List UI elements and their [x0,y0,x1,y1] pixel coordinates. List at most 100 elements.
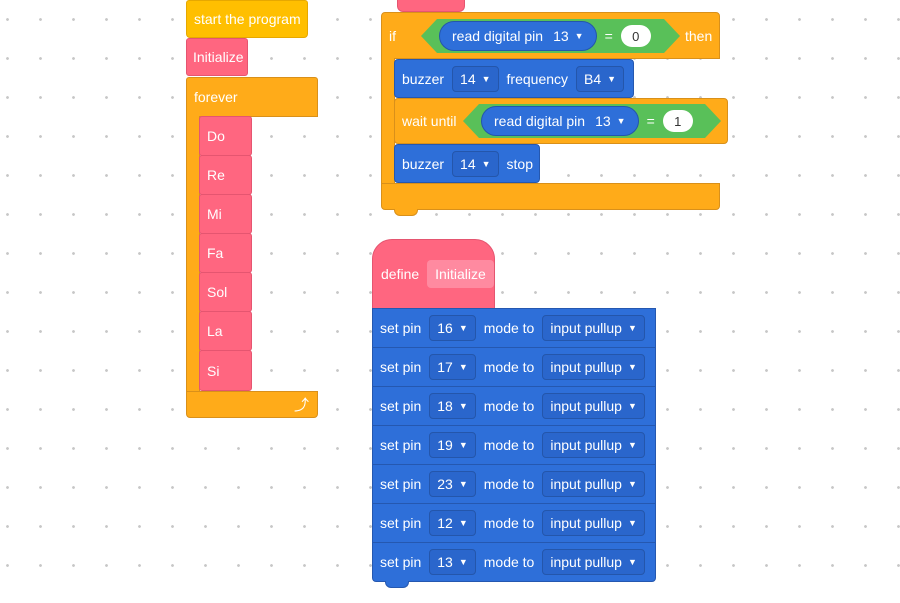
chevron-down-icon: ▼ [627,323,637,333]
mode-dropdown[interactable]: input pullup▼ [542,471,645,497]
set-pin-mode-block[interactable]: set pin 19▼ mode to input pullup▼ [372,425,656,465]
stop-label: stop [506,155,533,172]
pin-dropdown[interactable]: 16▼ [429,315,476,341]
chevron-down-icon: ▼ [627,479,637,489]
chevron-down-icon: ▼ [458,362,468,372]
set-pin-label: set pin [380,359,422,375]
forever-label: forever [194,89,238,105]
buzzer-stop-block[interactable]: buzzer 14▼ stop [394,144,540,183]
equals-label: = [604,28,613,44]
set-pin-label: set pin [380,515,422,531]
note-label: Mi [207,206,222,222]
value-input[interactable]: 1 [663,110,693,132]
note-block[interactable]: Do [199,116,252,156]
define-bottom-notch [385,581,409,588]
set-pin-mode-block[interactable]: set pin 16▼ mode to input pullup▼ [372,308,656,348]
pin-dropdown[interactable]: 13▼ [595,113,626,129]
if-arm [381,58,395,184]
set-pin-mode-block[interactable]: set pin 17▼ mode to input pullup▼ [372,347,656,387]
set-pin-mode-block[interactable]: set pin 23▼ mode to input pullup▼ [372,464,656,504]
chevron-down-icon: ▼ [627,557,637,567]
chevron-down-icon: ▼ [627,440,637,450]
chevron-down-icon: ▼ [627,401,637,411]
note-block[interactable]: Fa [199,233,252,273]
pin-dropdown[interactable]: 13▼ [553,28,584,44]
buzzer-label: buzzer [402,70,445,87]
note-block[interactable]: La [199,311,252,351]
pin-dropdown[interactable]: 12▼ [429,510,476,536]
start-program-hat-block[interactable]: start the program [186,0,308,38]
chevron-down-icon: ▼ [627,362,637,372]
note-dropdown[interactable]: B4▼ [576,65,625,92]
set-pin-label: set pin [380,437,422,453]
chevron-down-icon: ▼ [574,31,584,41]
loop-arrow-icon: ⤴ [293,397,309,414]
pin-dropdown[interactable]: 13▼ [429,549,476,575]
mode-dropdown[interactable]: input pullup▼ [542,354,645,380]
then-label: then [685,28,713,44]
read-digital-pin-reporter[interactable]: read digital pin 13▼ [481,106,639,136]
chevron-down-icon: ▼ [481,73,491,84]
buzzer-frequency-block[interactable]: buzzer 14▼ frequency B4▼ [394,59,634,98]
if-label: if [389,27,396,44]
buzzer-label: buzzer [402,155,445,172]
note-block[interactable]: Re [199,155,252,195]
set-pin-mode-block[interactable]: set pin 18▼ mode to input pullup▼ [372,386,656,426]
chevron-down-icon: ▼ [458,479,468,489]
note-label: La [207,323,223,339]
equals-label: = [646,113,655,129]
call-initialize-block[interactable]: Initialize [186,38,248,76]
note-label: Si [207,362,220,379]
forever-loop-block[interactable]: forever [186,77,318,117]
forever-loop-arm [186,116,200,392]
frequency-label: frequency [506,70,569,87]
note-label: Do [207,128,225,144]
mode-to-label: mode to [483,476,535,492]
chevron-down-icon: ▼ [458,323,468,333]
set-pin-mode-block[interactable]: set pin 13▼ mode to input pullup▼ [372,542,656,582]
hat-label: start the program [194,11,301,27]
note-block[interactable]: Mi [199,194,252,234]
reporter-label: read digital pin [452,28,544,44]
mode-to-label: mode to [483,398,535,414]
mode-dropdown[interactable]: input pullup▼ [542,549,645,575]
equals-operator[interactable]: read digital pin 13▼ = 1 [463,104,721,138]
note-label: Fa [207,245,224,261]
pin-dropdown[interactable]: 19▼ [429,432,476,458]
if-bottom-notch [394,209,418,216]
call-label: Initialize [193,49,244,65]
mode-to-label: mode to [483,554,535,570]
define-label: define [381,266,420,282]
buzzer-pin-dropdown[interactable]: 14▼ [452,150,499,177]
pin-dropdown[interactable]: 18▼ [429,393,476,419]
value-input[interactable]: 0 [621,25,651,47]
read-digital-pin-reporter[interactable]: read digital pin 13▼ [439,21,597,51]
note-block[interactable]: Si [199,350,252,391]
pin-dropdown[interactable]: 17▼ [429,354,476,380]
set-pin-mode-block[interactable]: set pin 12▼ mode to input pullup▼ [372,503,656,543]
mode-dropdown[interactable]: input pullup▼ [542,510,645,536]
pin-dropdown[interactable]: 23▼ [429,471,476,497]
define-hat-block[interactable]: define Initialize [372,239,495,309]
note-block[interactable]: Sol [199,272,252,312]
forever-loop-footer: ⤴ [186,391,318,418]
note-label: Re [207,167,225,183]
chevron-down-icon: ▼ [458,401,468,411]
cropped-block-top[interactable] [397,0,465,12]
define-name[interactable]: Initialize [427,260,494,288]
if-footer [381,183,720,210]
set-pin-label: set pin [380,398,422,414]
buzzer-pin-dropdown[interactable]: 14▼ [452,65,499,92]
wait-until-label: wait until [402,113,457,129]
chevron-down-icon: ▼ [627,518,637,528]
chevron-down-icon: ▼ [481,158,491,169]
mode-dropdown[interactable]: input pullup▼ [542,432,645,458]
mode-dropdown[interactable]: input pullup▼ [542,315,645,341]
set-pin-label: set pin [380,554,422,570]
mode-to-label: mode to [483,515,535,531]
reporter-label: read digital pin [494,113,586,129]
equals-operator[interactable]: read digital pin 13▼ = 0 [421,19,680,53]
set-pin-label: set pin [380,476,422,492]
mode-dropdown[interactable]: input pullup▼ [542,393,645,419]
set-pin-label: set pin [380,320,422,336]
